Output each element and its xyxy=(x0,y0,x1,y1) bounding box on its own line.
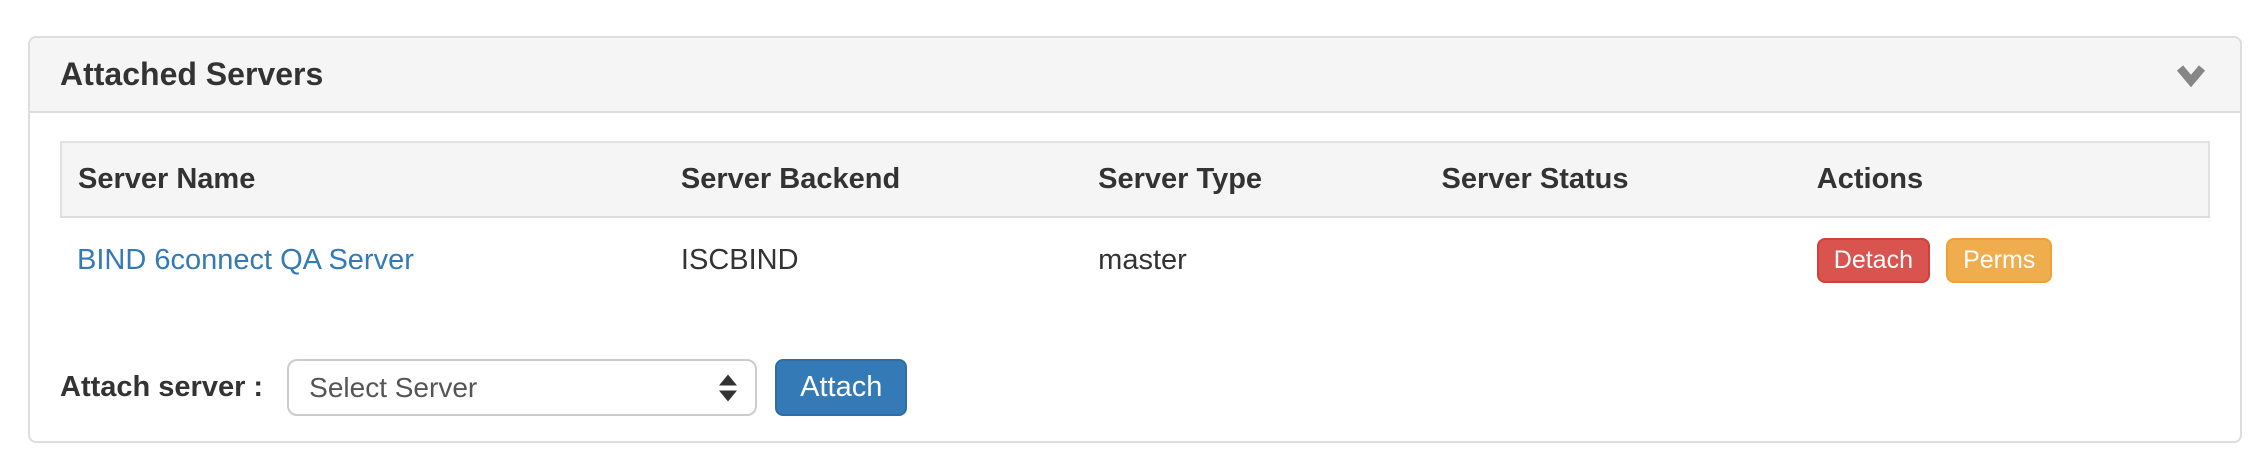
attach-button[interactable]: Attach xyxy=(775,359,908,416)
column-header-actions: Actions xyxy=(1800,141,2211,218)
server-type-cell: master xyxy=(1098,244,1187,276)
panel-title: Attached Servers xyxy=(60,56,324,92)
servers-table: Server Name Server Backend Server Type S… xyxy=(60,141,2211,303)
server-select-value: Select Server xyxy=(309,371,478,403)
updown-arrows-icon xyxy=(719,374,738,401)
attach-server-label: Attach server : xyxy=(60,371,272,403)
column-header-server-backend: Server Backend xyxy=(664,141,1083,218)
column-header-server-name: Server Name xyxy=(60,141,665,218)
actions-cell: Detach Perms xyxy=(1801,217,2209,303)
server-status-cell xyxy=(1426,217,1801,303)
column-header-server-status: Server Status xyxy=(1425,141,1801,218)
column-header-server-type: Server Type xyxy=(1082,141,1426,218)
panel-header: Attached Servers xyxy=(30,38,2240,113)
server-backend-cell: ISCBIND xyxy=(680,244,799,276)
table-header-row: Server Name Server Backend Server Type S… xyxy=(60,141,2211,218)
attach-server-form: Attach server : Select Server Attach xyxy=(60,359,2210,416)
server-name-link[interactable]: BIND 6connect QA Server xyxy=(77,244,414,276)
server-select[interactable]: Select Server xyxy=(287,359,758,416)
detach-button[interactable]: Detach xyxy=(1816,238,1930,283)
perms-button[interactable]: Perms xyxy=(1946,238,2053,283)
table-row: BIND 6connect QA Server ISCBIND master D… xyxy=(61,217,2209,303)
panel-body: Server Name Server Backend Server Type S… xyxy=(30,113,2240,444)
server-name-cell: BIND 6connect QA Server xyxy=(61,217,665,303)
attached-servers-panel: Attached Servers Server Name Server Back… xyxy=(28,36,2242,443)
chevron-down-icon[interactable] xyxy=(2174,58,2208,92)
